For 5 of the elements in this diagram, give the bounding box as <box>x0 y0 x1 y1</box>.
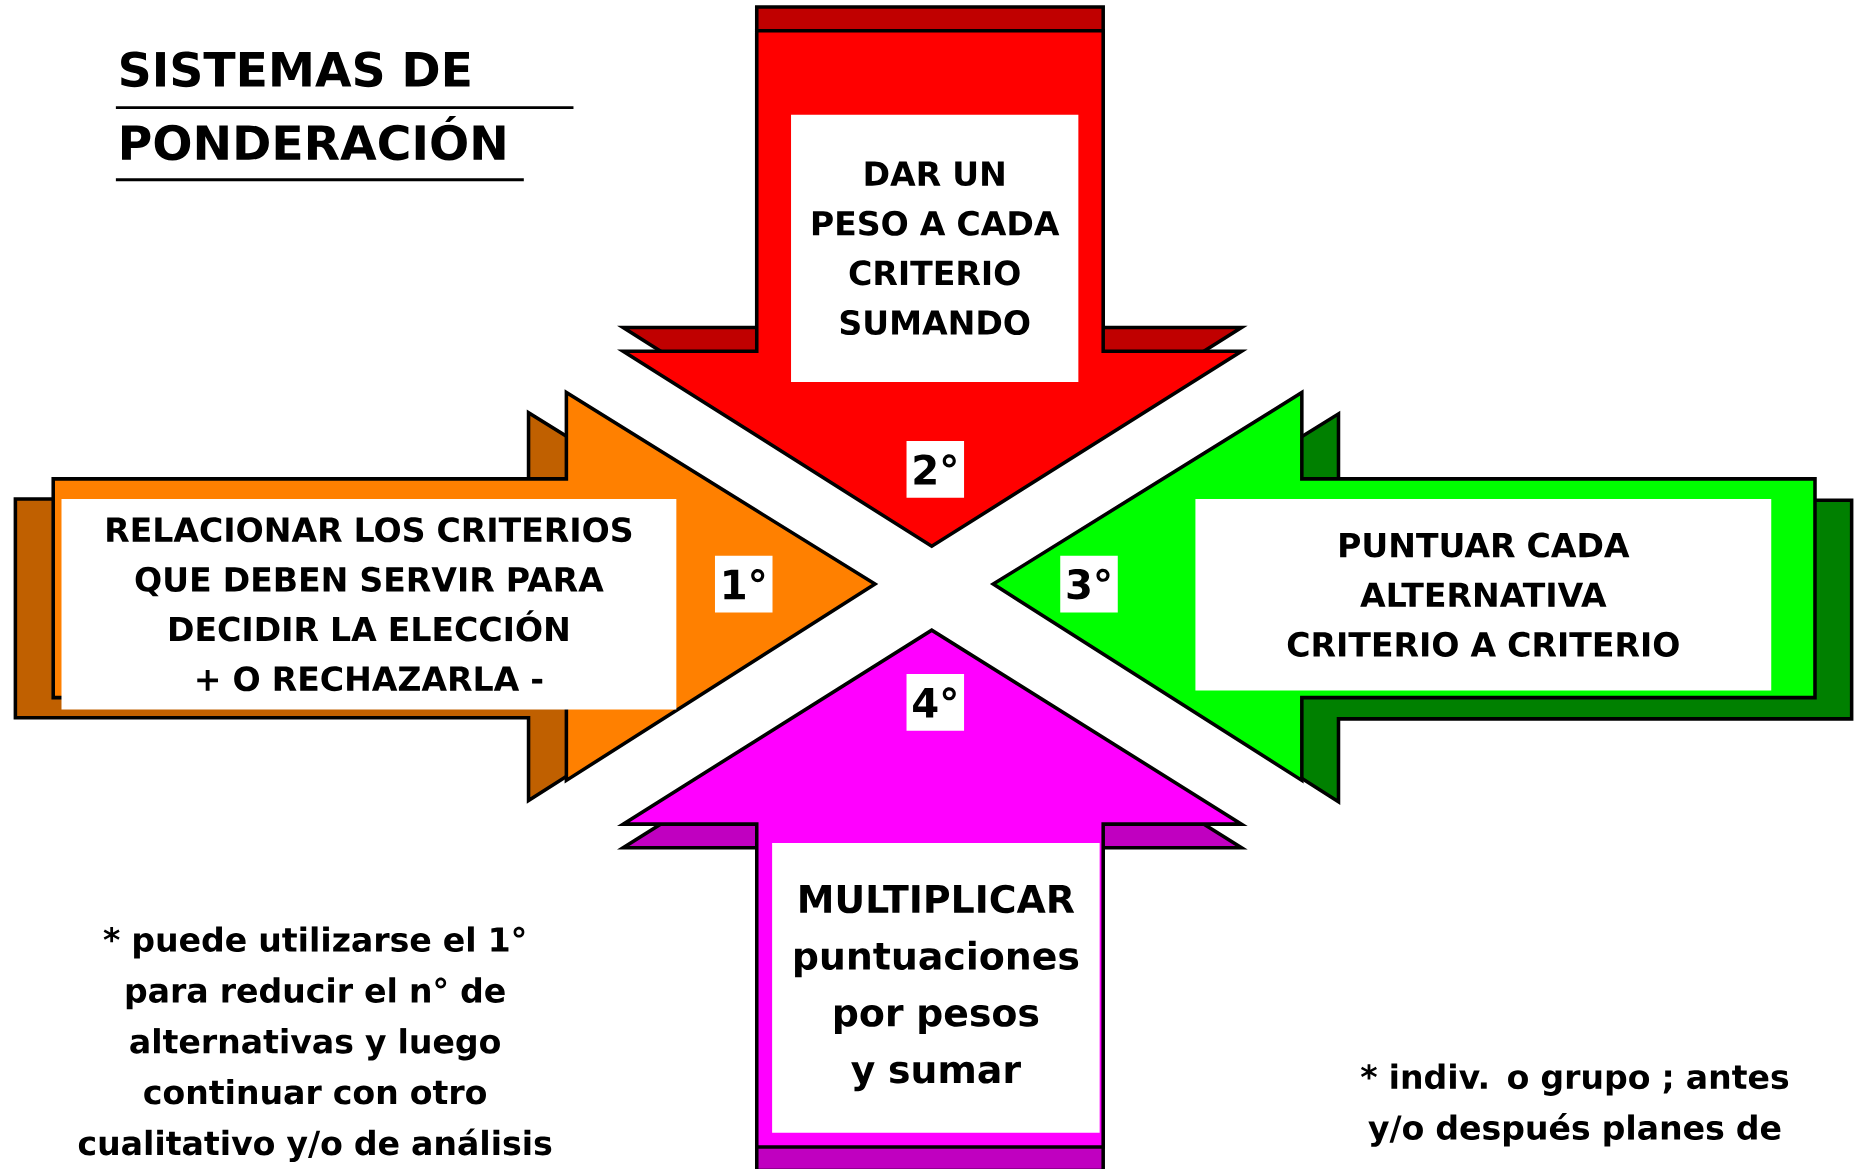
underlined-title: SISTEMAS DE PONDERACIÓN <box>115 51 574 181</box>
step-number: 3° <box>1060 555 1118 613</box>
text-box: PUNTUAR CADA ALTERNATIVA CRITERIO A CRITERIO <box>1195 498 1772 691</box>
note-text: * indiv. o grupo ; antes y/o después planes de <box>1360 1063 1789 1147</box>
note-text: * puede utilizarse el 1° para reducir el n° de alternativas y luego continuar con otro cualitativo y/o de análisis <box>78 926 552 1162</box>
